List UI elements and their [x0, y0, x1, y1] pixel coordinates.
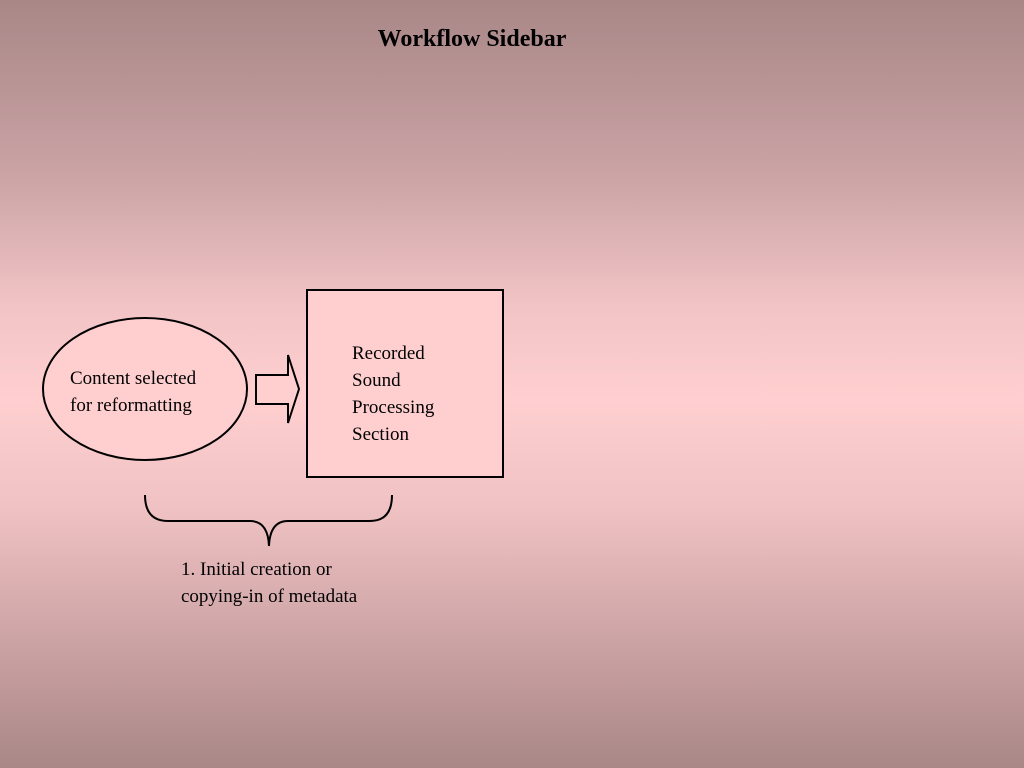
source-label: Content selected for reformatting	[70, 365, 196, 419]
step-caption: 1. Initial creation or copying-in of met…	[181, 556, 357, 610]
source-label-line: for reformatting	[70, 395, 192, 416]
target-label: Recorded Sound Processing Section	[352, 340, 434, 448]
source-oval	[42, 317, 248, 461]
target-box	[306, 289, 504, 478]
target-label-line: Section	[352, 424, 409, 445]
source-label-line: Content selected	[70, 368, 197, 389]
slide-title: Workflow Sidebar	[377, 26, 567, 52]
step-caption-line: copying-in of metadata	[181, 586, 358, 607]
target-label-line: Sound	[352, 370, 401, 391]
target-label-line: Processing	[352, 397, 435, 418]
curly-brace-icon	[144, 494, 393, 547]
target-label-line: Recorded	[352, 343, 425, 364]
right-arrow-icon	[255, 354, 301, 424]
step-caption-line: 1. Initial creation or	[181, 559, 332, 580]
